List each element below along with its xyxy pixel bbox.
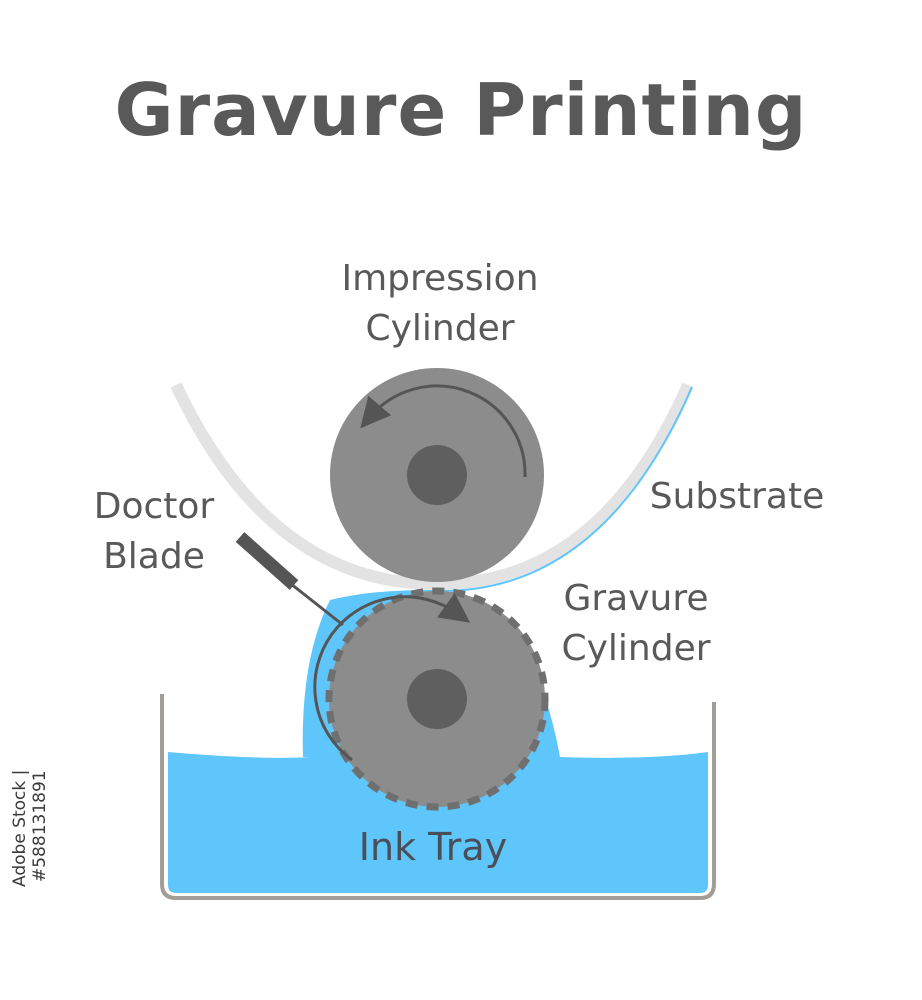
label-gravure-line1: Gravure	[563, 578, 708, 619]
label-gravure-line2: Cylinder	[561, 628, 710, 669]
label-substrate: Substrate	[650, 476, 825, 517]
rotation-arrow-icon	[313, 593, 471, 762]
ink-tray	[160, 694, 716, 900]
label-ink-tray: Ink Tray	[359, 825, 507, 869]
gravure-cylinder	[313, 587, 549, 811]
substrate-ink-line	[439, 386, 693, 593]
gravure-hub	[407, 669, 467, 729]
rotation-arrow-icon	[360, 384, 527, 478]
label-doctor-line2: Blade	[103, 536, 205, 577]
substrate-web	[170, 382, 694, 591]
impression-hub	[407, 445, 467, 505]
impression-cylinder	[330, 368, 544, 582]
label-impression-line2: Cylinder	[365, 308, 514, 349]
page-title: Gravure Printing	[114, 68, 808, 152]
label-impression-line1: Impression	[341, 258, 538, 299]
ink-pool	[168, 752, 708, 893]
tray-walls	[160, 694, 716, 900]
label-doctor-line1: Doctor	[94, 486, 215, 527]
doctor-blade	[235, 532, 344, 627]
stock-credit: Adobe Stock | #588131891	[10, 770, 50, 888]
